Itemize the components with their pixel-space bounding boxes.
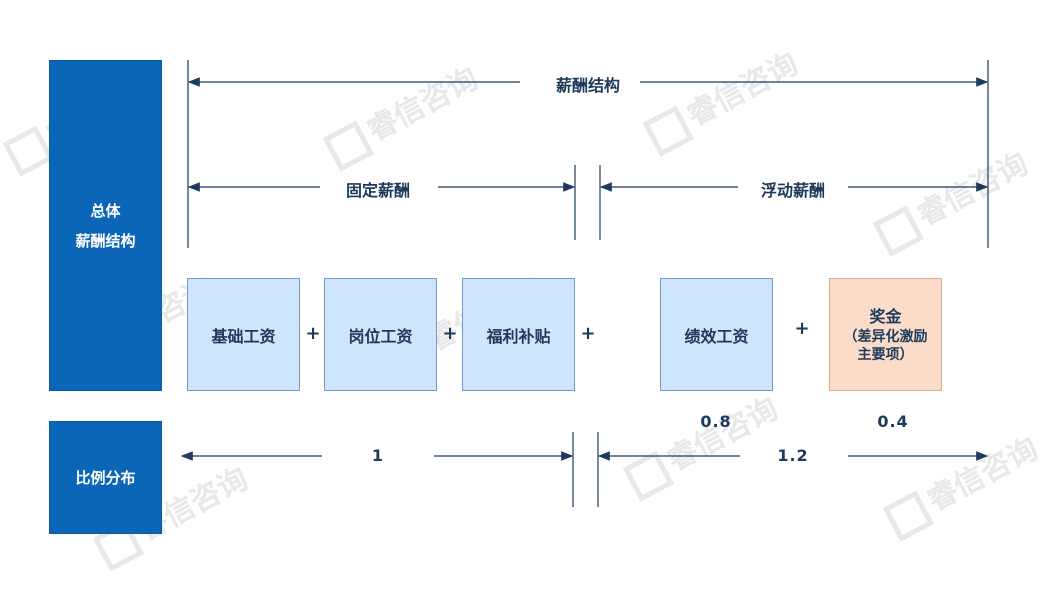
ratio-block: 比例分布 (49, 421, 162, 534)
plus-operator: + (794, 318, 810, 339)
plus-operator: + (580, 323, 596, 344)
ratio-floating: 1.2 (777, 446, 809, 465)
ratio-fixed: 1 (371, 446, 385, 465)
header-total: 薪酬结构 (555, 76, 621, 95)
bonus-note-line2: 主要项） (857, 346, 914, 363)
ratio-performance: 0.8 (700, 412, 732, 431)
overall-structure-block: 总体 薪酬结构 (49, 60, 162, 391)
overall-label-line1: 总体 (90, 201, 121, 220)
component-performance-salary: 绩效工资 (660, 278, 773, 391)
overall-label-line2: 薪酬结构 (75, 231, 136, 250)
ratio-bonus: 0.4 (877, 412, 909, 431)
component-welfare: 福利补贴 (462, 278, 575, 391)
plus-operator: + (305, 323, 321, 344)
bonus-note-line1: （差异化激励 (843, 328, 928, 345)
component-bonus: 奖金 （差异化激励 主要项） (829, 278, 942, 391)
header-fixed: 固定薪酬 (345, 181, 411, 200)
plus-operator: + (442, 323, 458, 344)
component-base-salary: 基础工资 (187, 278, 300, 391)
header-floating: 浮动薪酬 (760, 181, 826, 200)
bonus-title: 奖金 (869, 306, 902, 326)
ratio-label: 比例分布 (75, 468, 136, 487)
component-position-salary: 岗位工资 (324, 278, 437, 391)
